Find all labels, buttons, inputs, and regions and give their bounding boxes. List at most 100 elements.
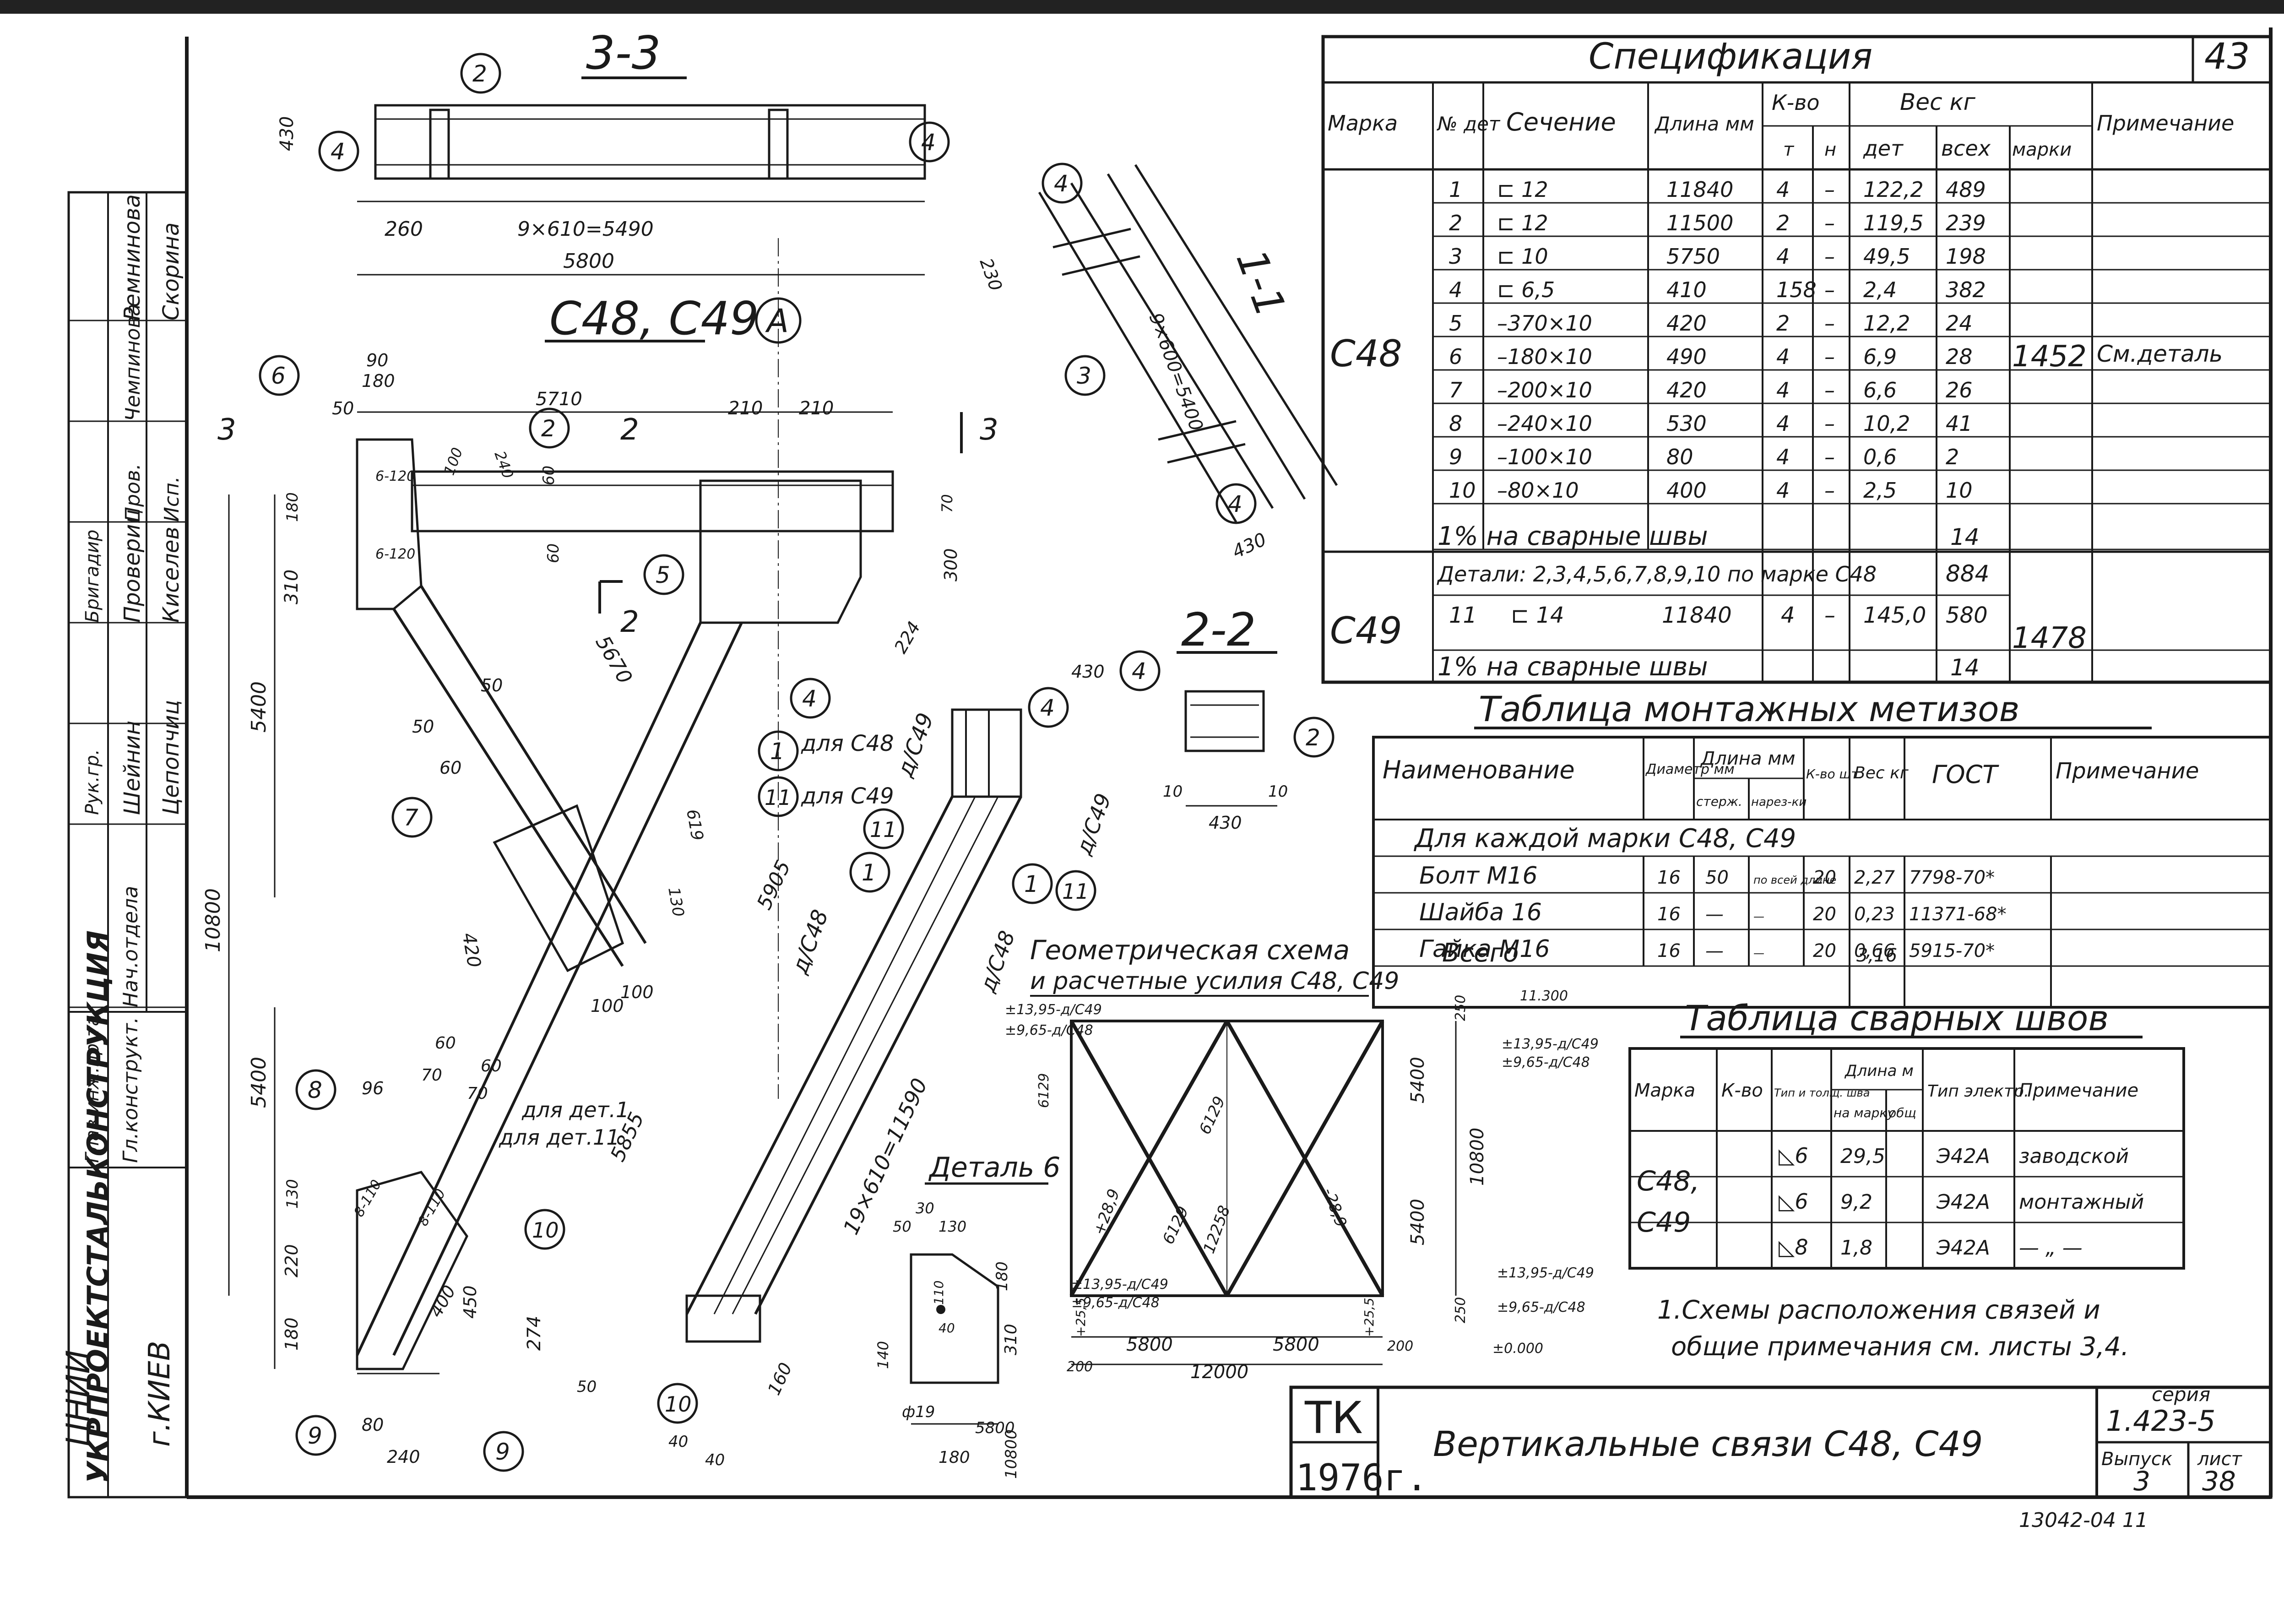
fast-total-w: 3,16 [1856,945,1897,966]
s11-callout-4a: 4 [1054,170,1069,197]
spec-weld-1-w: 14 [1950,524,1980,550]
mv-dim-274: 274 [524,1316,545,1351]
fast-total-label: Всего [1442,938,1519,968]
spec-weld-1: 1% на сварные швы [1438,521,1708,551]
spec-row-det: 5 [1449,311,1462,336]
fast-row-gost: 5915-70* [1909,940,1995,961]
spec-marka-c48-note: См.деталь [2097,341,2223,367]
welds-title: Таблица сварных швов [1685,998,2109,1038]
mv-callout-9a: 9 [308,1423,322,1449]
geom-dim-10800: 10800 [1467,1128,1488,1186]
s11-callout-4b: 4 [1228,491,1242,517]
side-role-2: Нач.отдела [119,886,142,1007]
weld-row-note: заводской [2019,1145,2129,1168]
spec-row-det: 4 [1449,277,1462,302]
welds-table: Таблица сварных швов Марка К-во Тип и то… [1628,998,2185,1270]
spec-row-n: – [1824,311,1835,336]
spec-c49-wdet: 145,0 [1863,603,1926,628]
section-3-3: 3-3 430 260 9×610=5490 5800 2 4 4 [277,26,950,276]
spec-row-sec: ⊏ 12 [1497,211,1548,235]
side-name-5: Скорина [158,223,184,320]
fast-row-l2: — [1753,910,1764,923]
mv-callout-11: 11 [765,785,792,810]
spec-row-len: 410 [1666,277,1707,302]
spec-row-sec: ⊏ 12 [1497,177,1548,202]
d6-dim-310: 310 [1002,1324,1020,1355]
geom-vnote-bot-2: ±9,65-д/С48 [1497,1299,1585,1315]
weld-row-el: Э42А [1936,1145,1990,1168]
notes: 1.Схемы расположения связей и общие прим… [1657,1295,2129,1362]
spec-h-t: т [1783,139,1795,160]
s33-callout-4b: 4 [921,129,936,156]
mv-dim-50b: 50 [481,675,503,695]
geom-dim-200a: 200 [1067,1359,1093,1375]
geom-dim-5800a: 5800 [1126,1334,1173,1355]
spec-row-det: 8 [1449,411,1462,436]
mv-callout-1: 1 [770,738,785,765]
geom-dim-5800b: 5800 [1273,1334,1319,1355]
s22-dim-10b: 10 [1268,782,1288,801]
spec-row-len: 530 [1666,411,1707,436]
geom-dim-25a: +25,5 [1073,1298,1088,1337]
geom-dim-5400b: 5400 [1407,1199,1428,1245]
spec-row-wall: 10 [1946,478,1973,503]
spec-table: Спецификация 43 [1321,35,2273,684]
geom-dim-25b: +25,5 [1362,1298,1377,1337]
fast-row-l2: по всей длине [1753,874,1836,886]
spec-row-det: 2 [1449,211,1462,235]
spec-row-t: 4 [1776,478,1790,503]
geom-dim-0000: ±0.000 [1492,1341,1543,1357]
series-label: серия [2152,1383,2210,1406]
spec-c49-t: 4 [1781,603,1795,628]
spec-row-len: 490 [1666,344,1707,369]
note-line-1: 1.Схемы расположения связей и [1657,1295,2100,1325]
geom-title: Геометрическая схема [1030,934,1350,966]
spec-row-wdet: 119,5 [1863,211,1924,235]
side-name-8: Исп. [160,476,184,522]
d6-dim-50: 50 [893,1218,911,1235]
mv-dim-180c: 180 [282,1317,302,1351]
spec-row-n: – [1824,344,1835,369]
weld-row-note: монтажный [2019,1190,2144,1214]
spec-row-det: 7 [1449,378,1462,402]
fast-row-name: Шайба 16 [1419,899,1542,926]
lv-callout-1b: 1 [1024,871,1039,897]
mv-dim-220: 220 [282,1244,302,1277]
spec-title: Спецификация [1589,36,1872,77]
lv-callout-4: 4 [1040,695,1055,721]
spec-c49-len: 11840 [1662,603,1732,628]
spec-row-t: 4 [1776,378,1790,402]
spec-row-sec: ⊏ 10 [1497,244,1548,269]
spec-marka-c48: С48 [1330,332,1402,375]
mv-callout-9b: 9 [495,1439,510,1465]
s22-dim-430: 430 [1209,813,1242,833]
mv-dim-210b: 210 [799,398,834,419]
mv-dim-90: 90 [366,350,388,370]
mv-dim-80: 80 [362,1415,384,1435]
section-2-2: 2-2 10 430 10 4 2 [1119,603,1335,833]
spec-row-wall: 28 [1946,344,1973,369]
stamp-year: 1976г. [1296,1456,1428,1499]
fast-row-gost: 7798-70* [1909,867,1995,888]
d6-dim-40: 40 [939,1320,955,1336]
spec-c49-det: 11 [1449,603,1477,628]
mv-callout-10: 10 [532,1218,559,1243]
spec-row-t: 4 [1776,177,1790,202]
spec-row-t: 2 [1776,211,1790,235]
spec-row-len: 5750 [1666,244,1720,269]
s22-callout-4: 4 [1132,658,1146,684]
d6-dim-180b: 180 [939,1448,970,1467]
lv-dim-40a: 40 [668,1433,688,1451]
spec-row-n: – [1824,411,1835,436]
spec-row-n: – [1824,177,1835,202]
geom-vnote-top-2: ±9,65-д/С48 [1502,1054,1590,1070]
spec-h-marka: Марка [1328,111,1398,136]
spec-row-det: 9 [1449,445,1462,469]
fast-row-gost: 11371-68* [1909,904,2007,925]
geom-subtitle: и расчетные усилия С48, С49 [1030,967,1399,995]
side-name-7: Чемпинова [121,304,145,421]
mv-dim-100b: 100 [620,982,654,1002]
side-name-6: Киселев [158,527,184,623]
fast-h-prim: Примечание [2056,758,2199,784]
